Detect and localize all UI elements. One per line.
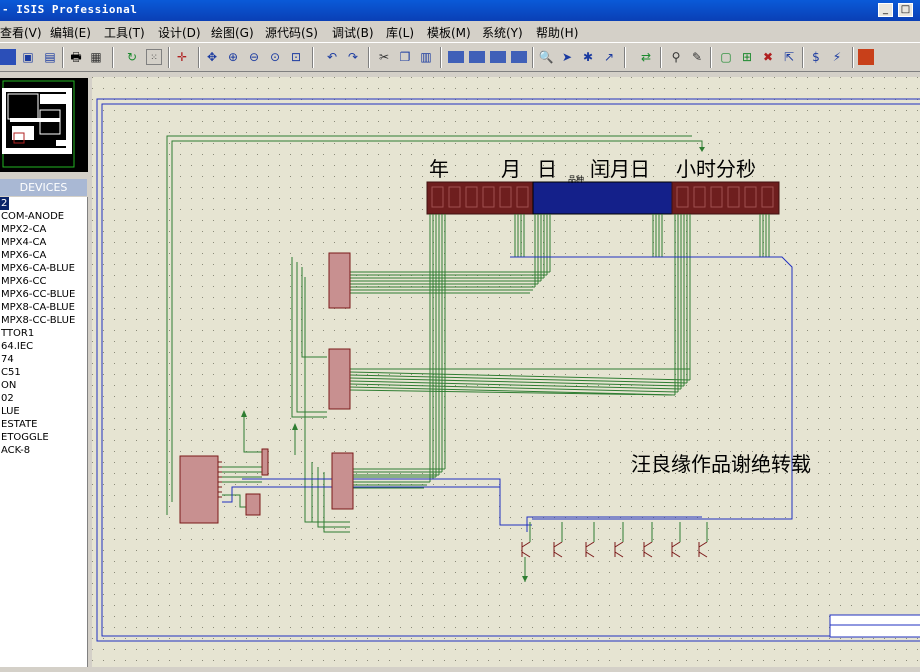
label-year: 年 (429, 157, 449, 181)
grid-icon[interactable]: ⁙ (146, 49, 162, 65)
devices-header: DEVICES (0, 179, 87, 196)
title-block (829, 614, 920, 638)
save-icon[interactable] (0, 49, 16, 65)
redraw-icon[interactable]: ↻ (126, 50, 138, 64)
menu-template[interactable]: 模板(M) (427, 26, 471, 40)
maximize-button[interactable]: □ (898, 3, 913, 17)
label-leap: 闰月日 (590, 157, 650, 181)
zoom-out-icon[interactable]: ⊖ (248, 50, 260, 64)
copy-icon[interactable]: ❐ (399, 50, 411, 64)
display-leap (532, 181, 673, 215)
device-item[interactable]: ESTATE (1, 419, 38, 430)
menu-help[interactable]: 帮助(H) (536, 26, 579, 40)
left-panel: DEVICES 2 COM-ANODE MPX2-CA MPX4-CA MPX6… (0, 72, 90, 672)
counter-ic (245, 493, 261, 516)
toolbar: ▣ ▤ 🖶 ▦ ↻ ⁙ ✛ ✥ ⊕ ⊖ ⊙ ⊡ ↶ ↷ ✂ ❐ ▥ 🔍 ➤ ✱ … (0, 42, 920, 72)
device-item[interactable]: TTOR1 (1, 328, 35, 339)
display-time (671, 181, 780, 215)
label-month: 月 (501, 157, 521, 181)
block-move-icon[interactable] (469, 51, 485, 63)
menu-tools[interactable]: 工具(T) (104, 26, 145, 40)
search-icon[interactable]: ⚲ (671, 50, 681, 64)
window-title: - ISIS Professional (2, 3, 138, 16)
device-item[interactable]: MPX8-CA-BLUE (1, 302, 75, 313)
device-item[interactable]: 64.IEC (1, 341, 34, 352)
pan-icon[interactable]: ✥ (206, 50, 218, 64)
device-list[interactable]: 2 COM-ANODE MPX2-CA MPX4-CA MPX6-CA MPX6… (0, 197, 88, 667)
electrical-check-icon[interactable]: ⚡ (832, 50, 842, 64)
property-tool-icon[interactable]: ✎ (691, 50, 703, 64)
new-sheet-icon[interactable]: ▢ (720, 50, 732, 64)
sheet-border (96, 98, 920, 642)
title-bar: - ISIS Professional _ □ (0, 0, 920, 21)
mcu-chip (179, 455, 219, 524)
pick-device-icon[interactable]: 🔍 (538, 50, 554, 64)
transistor-array (521, 541, 708, 558)
export-icon[interactable]: ▤ (44, 50, 56, 64)
device-item[interactable]: MPX6-CA (1, 250, 47, 261)
cut-icon[interactable]: ✂ (378, 50, 390, 64)
import-icon[interactable]: ▣ (22, 50, 34, 64)
device-item[interactable]: MPX8-CC-BLUE (1, 315, 76, 326)
zoom-all-icon[interactable]: ⊙ (269, 50, 281, 64)
print-icon[interactable]: 🖶 (70, 50, 82, 64)
add-sheet-icon[interactable]: ⊞ (741, 50, 753, 64)
device-item[interactable]: 2 (0, 197, 9, 210)
device-item[interactable]: MPX6-CA-BLUE (1, 263, 75, 274)
device-item[interactable]: LUE (1, 406, 20, 417)
device-item[interactable]: 02 (1, 393, 14, 404)
driver-ic-3 (331, 452, 354, 510)
schematic-drawing (92, 77, 920, 667)
device-item[interactable]: C51 (1, 367, 21, 378)
menu-edit[interactable]: 编辑(E) (50, 26, 91, 40)
device-item[interactable]: ACK-8 (1, 445, 31, 456)
package-tool-icon[interactable]: ✱ (582, 50, 594, 64)
device-item[interactable]: ON (1, 380, 17, 391)
menu-design[interactable]: 设计(D) (158, 26, 201, 40)
overview-window[interactable] (0, 78, 88, 172)
block-copy-icon[interactable] (448, 51, 464, 63)
menu-graph[interactable]: 绘图(G) (211, 26, 254, 40)
display-year-month-day (426, 181, 534, 215)
watermark-text: 汪良缘作品谢绝转载 (631, 452, 811, 476)
driver-ic-2 (328, 348, 351, 410)
zoom-in-icon[interactable]: ⊕ (227, 50, 239, 64)
goto-sheet-icon[interactable]: ⇱ (783, 50, 795, 64)
zoom-area-icon[interactable]: ⊡ (290, 50, 302, 64)
menu-source[interactable]: 源代码(S) (265, 26, 318, 40)
device-item[interactable]: MPX4-CA (1, 237, 47, 248)
decompose-icon[interactable]: ↗ (603, 50, 615, 64)
ares-netlist-icon[interactable] (858, 49, 874, 65)
driver-ic-1 (328, 252, 351, 309)
minimize-button[interactable]: _ (878, 3, 893, 17)
menu-library[interactable]: 库(L) (386, 26, 415, 40)
make-device-icon[interactable]: ➤ (561, 50, 573, 64)
connector-header (261, 448, 269, 476)
remove-sheet-icon[interactable]: ✖ (762, 50, 774, 64)
device-item[interactable]: ETOGGLE (1, 432, 49, 443)
overview-map (2, 80, 75, 168)
device-item[interactable]: MPX6-CC-BLUE (1, 289, 76, 300)
wire-autorouter-icon[interactable]: ⇄ (640, 50, 652, 64)
print-area-icon[interactable]: ▦ (90, 50, 102, 64)
label-time: 小时分秒 (676, 157, 756, 181)
device-item[interactable]: MPX2-CA (1, 224, 47, 235)
redo-icon[interactable]: ↷ (347, 50, 359, 64)
device-item[interactable]: 74 (1, 354, 14, 365)
display-small-label: 品种 (568, 175, 584, 184)
menu-bar: 查看(V) 编辑(E) 工具(T) 设计(D) 绘图(G) 源代码(S) 调试(… (0, 21, 920, 42)
device-item[interactable]: MPX6-CC (1, 276, 47, 287)
undo-icon[interactable]: ↶ (326, 50, 338, 64)
menu-view[interactable]: 查看(V) (0, 26, 42, 40)
bill-of-materials-icon[interactable]: $ (812, 50, 820, 64)
paste-icon[interactable]: ▥ (420, 50, 432, 64)
block-delete-icon[interactable] (511, 51, 527, 63)
menu-debug[interactable]: 调试(B) (332, 26, 374, 40)
device-item[interactable]: COM-ANODE (1, 211, 65, 222)
label-day: 日 (537, 157, 557, 181)
block-rotate-icon[interactable] (490, 51, 506, 63)
menu-system[interactable]: 系统(Y) (482, 26, 523, 40)
origin-icon[interactable]: ✛ (176, 50, 188, 64)
schematic-canvas[interactable]: 年 月 日 闰月日 小时分秒 品种 汪良缘作品谢绝转载 (92, 77, 920, 667)
